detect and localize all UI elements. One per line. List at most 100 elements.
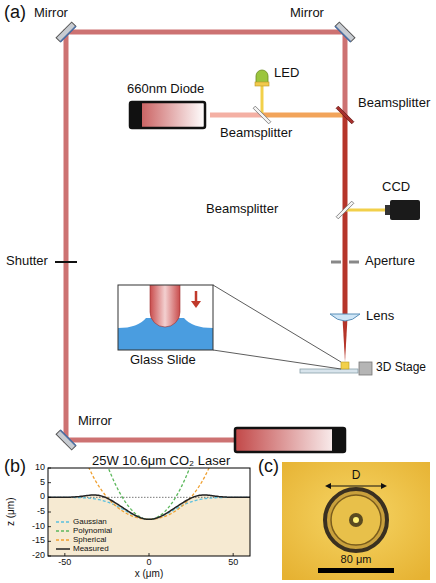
mirror-face xyxy=(60,430,76,446)
legend-label: Measured xyxy=(73,544,109,554)
imaging-beam xyxy=(345,209,385,212)
main-beam xyxy=(343,115,348,318)
aperture-symbol xyxy=(349,261,359,264)
lens-symbol xyxy=(330,314,360,321)
plot-frame xyxy=(48,468,250,556)
component-label: Lens xyxy=(366,309,394,324)
crater-floor xyxy=(331,495,381,545)
legend-label: Spherical xyxy=(73,535,106,545)
diode-beam xyxy=(210,113,262,118)
component-label: Mirror xyxy=(78,414,112,429)
translation-stage: 3D Stage xyxy=(356,360,436,378)
tick-label: 0 xyxy=(134,557,164,567)
measured-curve xyxy=(48,495,250,519)
diode-laser: 660nm Diode xyxy=(125,82,210,130)
laser-body xyxy=(235,428,345,452)
gaussian-curve xyxy=(48,497,250,519)
inset-illustration xyxy=(118,285,213,350)
dimension-arrow xyxy=(328,485,384,486)
spherical-curve xyxy=(87,468,212,519)
motion-arrow xyxy=(195,291,198,302)
beamsplitter-plate xyxy=(336,201,354,219)
legend-sample xyxy=(56,539,70,540)
component-label: Glass Slide xyxy=(130,353,196,368)
focused-beam xyxy=(343,318,348,362)
tick-label: -15 xyxy=(20,535,45,545)
center-spot xyxy=(353,517,359,523)
camera-lens xyxy=(385,205,390,215)
led-base xyxy=(255,82,269,86)
scale-bar xyxy=(318,568,394,573)
leader-line xyxy=(213,285,341,362)
beamsplitter-symbol xyxy=(336,201,354,219)
component-label: Mirror xyxy=(34,6,68,21)
component-label: Beamsplitter xyxy=(206,202,278,217)
legend-label: Gaussian xyxy=(73,517,107,527)
legend-sample xyxy=(56,521,70,522)
sample-spot xyxy=(341,362,349,369)
glass-slide xyxy=(300,369,358,373)
leader-line xyxy=(213,350,341,369)
scale-label: 80 μm xyxy=(326,553,386,566)
mirror-face xyxy=(335,26,351,42)
mirror-symbol xyxy=(56,430,76,450)
motion-arrowhead xyxy=(191,301,201,308)
arrowhead xyxy=(381,483,387,489)
combined-beam xyxy=(262,113,345,118)
micrograph xyxy=(282,462,430,580)
shutter-symbol xyxy=(55,261,77,263)
axis-ticks xyxy=(48,468,233,556)
tick-label: 0 xyxy=(20,491,45,501)
beamsplitter-symbol xyxy=(336,106,354,124)
mirror-body xyxy=(335,22,355,42)
aperture-symbol xyxy=(331,261,341,264)
node-label: 660nm Diode xyxy=(127,82,204,97)
node-label: LED xyxy=(274,66,299,81)
component-label: Beamsplitter xyxy=(358,96,430,111)
crater-center xyxy=(349,513,363,527)
mirror-symbol xyxy=(335,22,355,42)
fiber-tip xyxy=(150,285,180,327)
component-label: Aperture xyxy=(365,254,415,269)
beamsplitter-plate xyxy=(253,106,271,124)
inset-frame xyxy=(118,285,213,350)
led-dome xyxy=(256,70,268,83)
laser-cap xyxy=(130,102,142,128)
tick-label: 5 xyxy=(20,477,45,487)
led-source: LED xyxy=(250,64,310,88)
co2-laser: 25W 10.6μm CO₂ Laser xyxy=(70,424,352,470)
mirror-symbol xyxy=(56,22,76,42)
node-label: 25W 10.6μm CO₂ Laser xyxy=(92,454,230,469)
tick-label: -50 xyxy=(50,557,80,567)
tick-label: 10 xyxy=(20,462,45,472)
legend-label: Polynomial xyxy=(73,526,112,536)
beamsplitter-plate xyxy=(336,106,354,124)
camera-body xyxy=(390,200,420,220)
node-label: CCD xyxy=(382,180,410,195)
panel-letter: (c) xyxy=(258,456,279,477)
mirror-body xyxy=(56,430,76,450)
substrate-fill xyxy=(48,495,250,556)
tick-label: -10 xyxy=(20,521,45,531)
stage-block xyxy=(359,362,372,375)
component-label: Shutter xyxy=(6,254,48,269)
laser-body xyxy=(130,102,205,128)
led-beam xyxy=(261,86,264,113)
axis-title: z (μm) xyxy=(5,482,17,542)
axis-title: x (μm) xyxy=(119,568,179,580)
legend-sample xyxy=(56,548,70,550)
legend-sample xyxy=(56,530,70,531)
substrate-area xyxy=(48,495,250,556)
dimension-label: D xyxy=(346,469,366,483)
panel-letter: (a) xyxy=(4,2,26,23)
tick-label: 50 xyxy=(218,557,248,567)
mirror-body xyxy=(56,22,76,42)
tick-label: -5 xyxy=(20,506,45,516)
panel-letter: (b) xyxy=(4,456,26,477)
plot-curves xyxy=(48,468,250,519)
tick-label: -20 xyxy=(20,550,45,560)
ccd-camera: CCD xyxy=(376,180,426,224)
beamsplitter-symbol xyxy=(253,106,271,124)
